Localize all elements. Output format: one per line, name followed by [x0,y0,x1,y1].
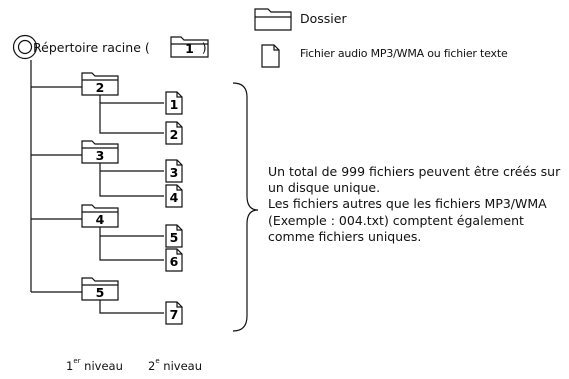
root-folder-icon [170,36,209,58]
audio-file-node: 2 [165,121,183,145]
first-level-suffix: er [73,357,81,365]
description-line: Un total de 999 fichiers peuvent être cr… [268,164,561,179]
disc-icon [12,34,38,60]
folder-number: 4 [96,212,105,227]
folder-icon [81,277,119,301]
folder-number: 5 [96,285,105,300]
file-number: 3 [170,165,179,180]
root-open-paren: ( [144,40,150,55]
second-level-number: 2 [148,359,156,373]
folder-4-child-line [99,227,164,261]
folder-5-child-line [99,300,164,314]
file-number: 2 [170,127,179,142]
first-level-number: 1 [66,359,74,373]
file-number: 7 [170,307,179,322]
second-level-label: 2e niveau [148,357,202,373]
folder-icon [81,72,119,96]
description-line: comme fichiers uniques. [268,228,422,244]
legend-folder-icon [254,8,292,31]
description-text: Un total de 999 fichiers peuvent être cr… [268,164,560,245]
folder-number: 2 [96,80,105,95]
audio-file-node: 7 [165,301,183,325]
second-level-word: niveau [159,359,202,373]
audio-file-node: 3 [165,159,183,183]
root-close-paren: ) [201,40,207,55]
file-number: 5 [170,230,179,245]
root-folder-number: 1 [185,41,194,56]
audio-file-node: 4 [165,184,183,208]
audio-file-node: 5 [165,224,183,248]
audio-file-node: 1 [165,91,183,115]
first-level-word: niveau [80,359,123,373]
folder-node-5: 5 [81,277,119,301]
folder-node-2: 2 [81,72,119,96]
legend-file-icon [261,44,280,68]
file-number: 4 [170,190,179,205]
folder-node-4: 4 [81,204,119,228]
file-number: 6 [170,254,179,269]
root-directory-label: Répertoire racine () [33,40,207,55]
folder-number: 3 [96,148,105,163]
brace-bracket [232,82,259,332]
description-line: (Exemple : 004.txt) comptent également [268,212,524,228]
legend-file-label: Fichier audio MP3/WMA ou fichier texte [300,47,508,60]
folder-icon [81,204,119,228]
legend-folder-label: Dossier [300,11,347,26]
folder-2-child-line [99,95,164,134]
first-level-label: 1er niveau [66,357,123,373]
disc-hole [17,39,33,55]
description-line: Les fichiers autres que les fichiers MP3… [268,196,547,212]
description-line: un disque unique. [268,180,381,196]
folder-node-3: 3 [81,140,119,164]
folder-3-child-line [99,163,164,197]
file-number: 1 [170,97,179,112]
second-level-suffix: e [155,357,160,365]
folder-icon [81,140,119,164]
root-label: Répertoire racine [33,40,141,55]
audio-file-node: 6 [165,248,183,272]
